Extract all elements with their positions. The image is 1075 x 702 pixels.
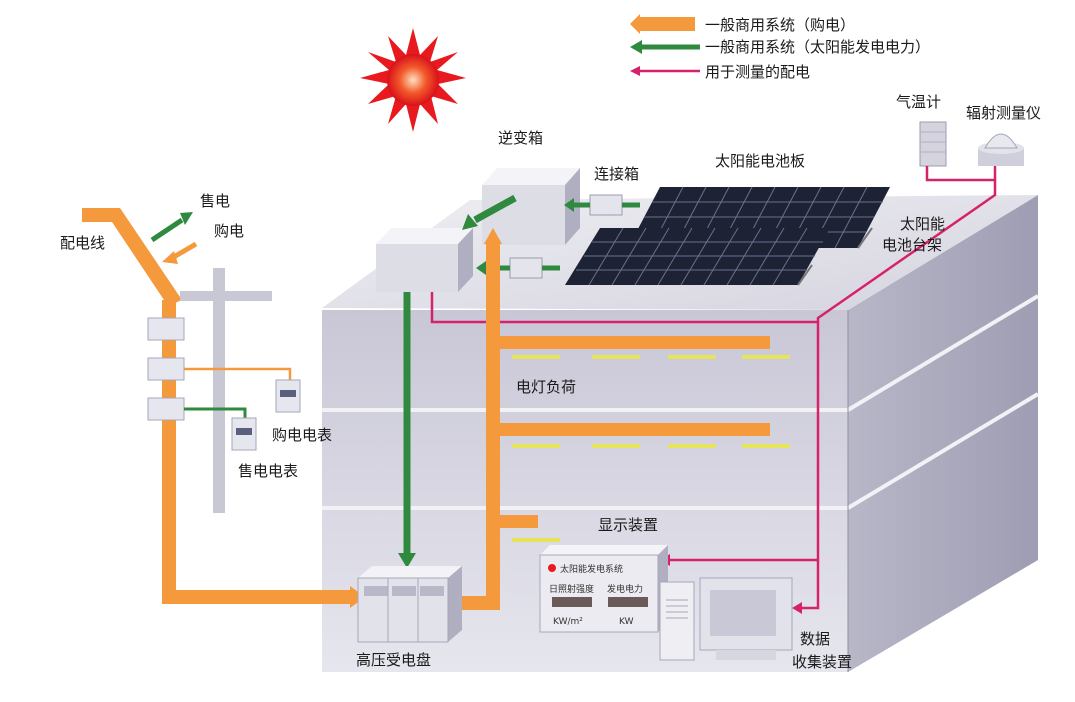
- sale-meter-label: 售电电表: [238, 462, 298, 480]
- legend-pink: 用于测量的配电: [630, 63, 810, 81]
- lighting-load-label: 电灯负荷: [516, 378, 576, 396]
- legend-green: 一般商用系统（太阳能发电电力）: [630, 38, 930, 56]
- legend-pink-label: 用于测量的配电: [705, 63, 810, 81]
- thermometer-label: 气温计: [896, 93, 941, 111]
- legend: 一般商用系统（购电） 一般商用系统（太阳能发电电力） 用于测量的配电: [630, 14, 930, 81]
- solar-panel-array: [565, 186, 890, 286]
- green-flow-arrow-inverter: [462, 194, 517, 230]
- power-line-label: 配电线: [60, 234, 105, 252]
- meter-box-stack: [147, 317, 185, 421]
- purchase-meter-label: 购电电表: [272, 426, 332, 444]
- solar-panel-label: 太阳能电池板: [715, 152, 805, 170]
- inverter-box-lower: [376, 228, 473, 292]
- display-device: 太阳能发电系统 日照射强度 发电电力 KW/m² KW: [539, 545, 668, 633]
- data-collector-label-2: 收集装置: [792, 653, 852, 671]
- legend-green-label: 一般商用系统（太阳能发电电力）: [705, 38, 930, 56]
- data-collector: [659, 577, 793, 661]
- sale-meter-icon: [231, 417, 257, 451]
- thermometer-icon: [919, 121, 947, 167]
- status-indicator-icon: [548, 564, 556, 572]
- pink-measure-lines: [430, 166, 997, 610]
- orange-load-lines: [458, 228, 770, 610]
- solar-rack-label-2: 电池台架: [882, 236, 942, 254]
- sell-arrow-icon: [150, 212, 193, 243]
- purchase-meter-icon: [275, 379, 301, 413]
- solar-rack-label-1: 太阳能: [900, 215, 945, 233]
- display-unit1: KW/m²: [553, 617, 583, 627]
- display-unit2: KW: [619, 617, 634, 627]
- green-flow-line-down: [398, 292, 416, 568]
- radiometer-label: 辐射测量仪: [966, 104, 1041, 122]
- inverter-box-label: 逆变箱: [498, 129, 543, 147]
- hv-panel-label: 高压受电盘: [356, 651, 431, 669]
- meter-branches: [184, 367, 292, 418]
- buy-arrow-icon: [162, 241, 198, 264]
- buy-power-label: 购电: [214, 222, 244, 240]
- legend-orange: 一般商用系统（购电）: [630, 14, 855, 34]
- sun-icon: [360, 28, 466, 132]
- pink-arrow-collector: [792, 602, 802, 614]
- ceiling-lights: [512, 355, 790, 542]
- display-col1: 日照射强度: [549, 583, 594, 595]
- display-device-label: 显示装置: [598, 516, 658, 534]
- junction-box-label: 连接箱: [594, 165, 639, 183]
- legend-orange-label: 一般商用系统（购电）: [705, 16, 855, 34]
- display-title: 太阳能发电系统: [560, 563, 623, 575]
- sell-power-label: 售电: [200, 192, 230, 210]
- hv-panel: [357, 566, 462, 643]
- data-collector-label-1: 数据: [800, 630, 830, 648]
- radiometer-icon: [978, 133, 1024, 166]
- junction-box-upper: [564, 194, 640, 216]
- display-col2: 发电电力: [607, 583, 643, 595]
- utility-pole: [180, 268, 272, 513]
